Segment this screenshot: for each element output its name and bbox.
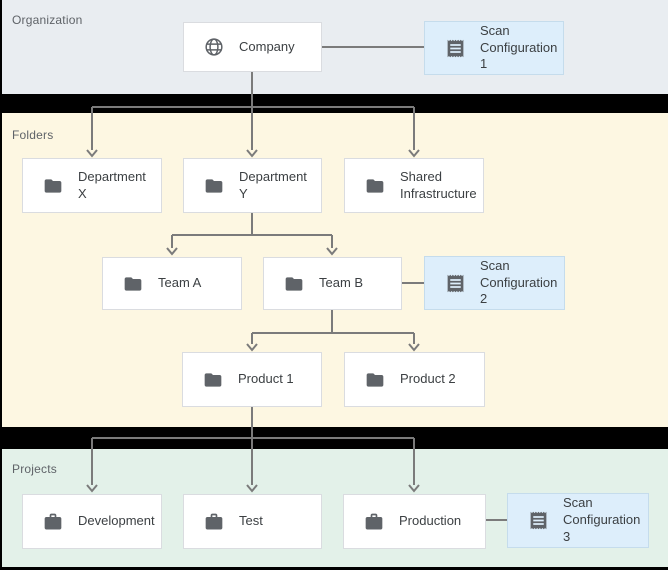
folder-icon (363, 368, 387, 392)
receipt-icon (443, 271, 467, 295)
node-department-y: Department Y (183, 158, 322, 213)
node-label: Company (239, 38, 295, 54)
node-department-x: Department X (22, 158, 162, 213)
node-test: Test (183, 494, 322, 549)
node-production: Production (343, 494, 486, 549)
node-label: Team A (158, 275, 202, 291)
node-scan-configuration-1: Scan Configuration 1 (424, 21, 564, 75)
node-product-2: Product 2 (344, 352, 485, 407)
node-shared-infrastructure: Shared Infrastructure (344, 158, 484, 213)
node-label: Product 1 (238, 371, 294, 387)
node-label: Scan Configuration 2 (480, 257, 558, 307)
node-product-1: Product 1 (182, 352, 322, 407)
node-team-a: Team A (102, 257, 242, 310)
node-scan-configuration-2: Scan Configuration 2 (424, 256, 565, 310)
briefcase-icon (41, 510, 65, 534)
folder-icon (282, 272, 306, 296)
receipt-icon (443, 36, 467, 60)
node-label: Product 2 (400, 371, 456, 387)
node-label: Production (399, 513, 462, 529)
folders-section-label: Folders (12, 128, 54, 142)
node-label: Department X (78, 168, 146, 201)
folder-icon (41, 174, 65, 198)
node-development: Development (22, 494, 162, 549)
globe-icon (202, 35, 226, 59)
briefcase-icon (202, 510, 226, 534)
receipt-icon (526, 509, 550, 533)
node-label: Department Y (239, 168, 307, 201)
folder-icon (121, 272, 145, 296)
node-company: Company (183, 22, 322, 72)
organization-section-label: Organization (12, 13, 83, 27)
organization-section (2, 0, 668, 94)
briefcase-icon (362, 510, 386, 534)
node-label: Shared Infrastructure (400, 168, 477, 201)
node-label: Scan Configuration 1 (480, 22, 558, 72)
folder-icon (363, 174, 387, 198)
folder-icon (202, 174, 226, 198)
projects-section-label: Projects (12, 462, 57, 476)
node-label: Team B (319, 275, 364, 291)
node-scan-configuration-3: Scan Configuration 3 (507, 493, 649, 548)
node-label: Development (78, 513, 155, 529)
node-label: Scan Configuration 3 (563, 495, 641, 544)
folder-icon (201, 368, 225, 392)
node-label: Test (239, 513, 263, 529)
node-team-b: Team B (263, 257, 402, 310)
